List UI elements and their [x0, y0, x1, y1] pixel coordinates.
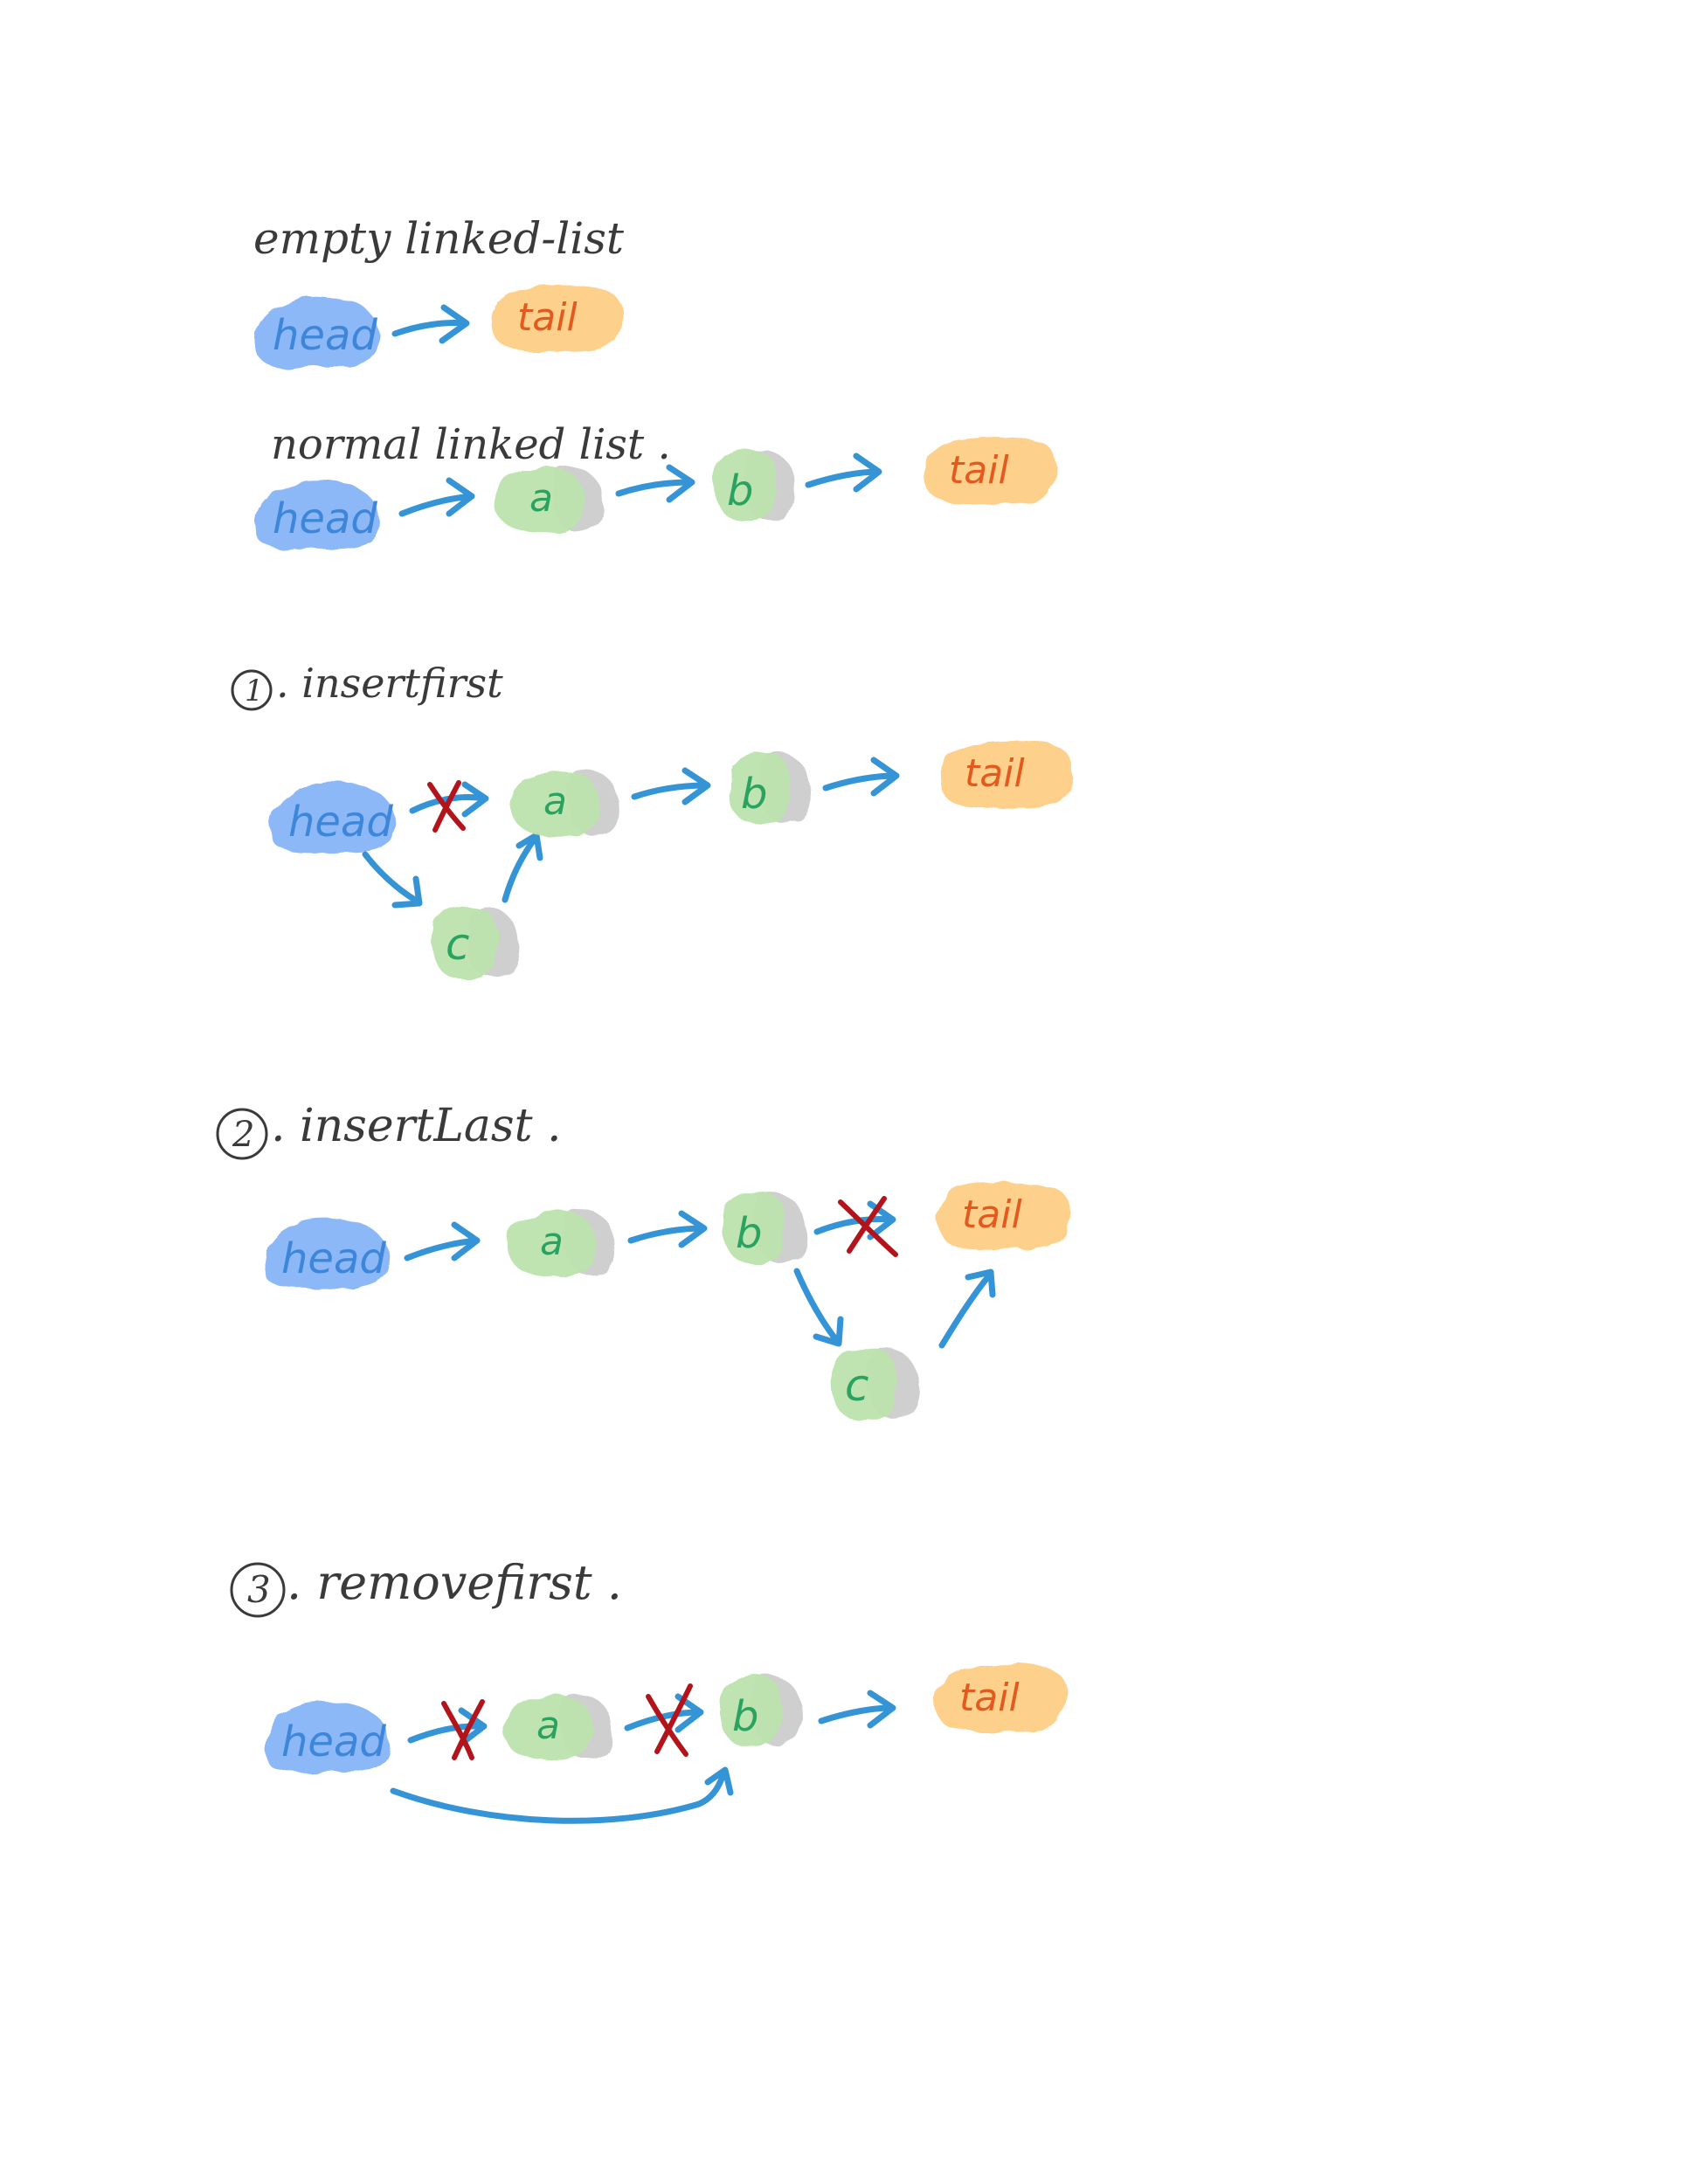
head-label: head	[281, 1717, 386, 1766]
tail-label: tail	[949, 448, 1009, 493]
section-insert-first: 1 . insertfirst head c	[231, 660, 1073, 979]
section-title: . insertLast .	[271, 1100, 562, 1152]
section-normal: normal linked list . head a b	[254, 420, 1057, 549]
arrow-removed	[813, 1196, 898, 1257]
section-empty: empty linked-list head tail	[253, 213, 625, 368]
circled-number-icon: 1	[231, 669, 273, 711]
section-title: normal linked list .	[271, 420, 671, 469]
arrow	[362, 851, 423, 909]
section-number: 1	[245, 674, 264, 708]
arrow	[627, 1210, 708, 1248]
node-b: b	[720, 1674, 803, 1747]
tail-label: tail	[962, 1192, 1022, 1237]
node-a: a	[509, 770, 619, 837]
arrow	[938, 1268, 996, 1349]
node-a: a	[506, 1210, 616, 1277]
tail-node: tail	[934, 1664, 1068, 1732]
arrow	[502, 832, 543, 903]
section-title: . insertfirst	[276, 660, 503, 707]
node-label: a	[540, 1220, 564, 1264]
node-label: b	[736, 1209, 762, 1258]
tail-node: tail	[924, 437, 1057, 505]
head-label: head	[273, 311, 377, 360]
head-node: head	[254, 480, 380, 549]
node-label: b	[727, 467, 753, 515]
cross-icon	[427, 780, 466, 833]
head-label: head	[288, 798, 393, 847]
tail-label: tail	[959, 1676, 1020, 1720]
node-label: b	[732, 1692, 758, 1741]
node-a: a	[494, 467, 604, 533]
arrow	[404, 1221, 481, 1261]
cross-icon	[646, 1683, 693, 1757]
arrow	[805, 453, 882, 493]
arrow-removed	[409, 780, 489, 833]
arrow-bypass	[390, 1766, 734, 1824]
node-c: c	[432, 907, 520, 979]
tail-label: tail	[965, 751, 1025, 796]
circled-number-icon: 2	[216, 1108, 268, 1160]
cross-icon	[838, 1196, 898, 1257]
node-c: c	[832, 1348, 919, 1420]
node-label: c	[446, 919, 470, 970]
arrow	[631, 767, 711, 805]
node-b: b	[723, 1191, 806, 1264]
node-label: a	[536, 1704, 560, 1748]
arrow	[391, 304, 470, 344]
circled-number-icon: 3	[230, 1562, 286, 1618]
section-number: 2	[232, 1115, 254, 1155]
tail-node: tail	[491, 286, 623, 352]
arrow	[793, 1268, 844, 1347]
head-label: head	[273, 494, 377, 543]
arrow	[615, 464, 695, 503]
head-label: head	[281, 1234, 386, 1283]
tail-node: tail	[939, 741, 1073, 809]
node-b: b	[715, 448, 796, 522]
head-node: head	[264, 1702, 390, 1773]
section-remove-first: 3 . removefirst . head a	[230, 1555, 1068, 1824]
head-node: head	[270, 782, 396, 853]
node-a: a	[502, 1694, 612, 1761]
arrow-removed	[624, 1683, 704, 1757]
node-label: a	[543, 779, 567, 824]
arrow	[398, 477, 475, 517]
tail-label: tail	[517, 295, 578, 340]
section-title: empty linked-list	[253, 213, 625, 264]
arrow	[818, 1690, 896, 1729]
head-node: head	[254, 296, 380, 368]
cross-icon	[441, 1699, 485, 1760]
tail-node: tail	[937, 1182, 1070, 1250]
arrow	[822, 757, 900, 797]
section-title: . removefirst .	[287, 1555, 622, 1610]
node-label: b	[741, 770, 767, 819]
node-label: c	[845, 1360, 869, 1411]
head-node: head	[264, 1219, 390, 1289]
section-insert-last: 2 . insertLast . head a b	[216, 1100, 1070, 1420]
node-label: a	[529, 476, 553, 521]
node-b: b	[729, 751, 812, 825]
arrow-removed	[407, 1699, 488, 1760]
section-number: 3	[247, 1568, 271, 1611]
